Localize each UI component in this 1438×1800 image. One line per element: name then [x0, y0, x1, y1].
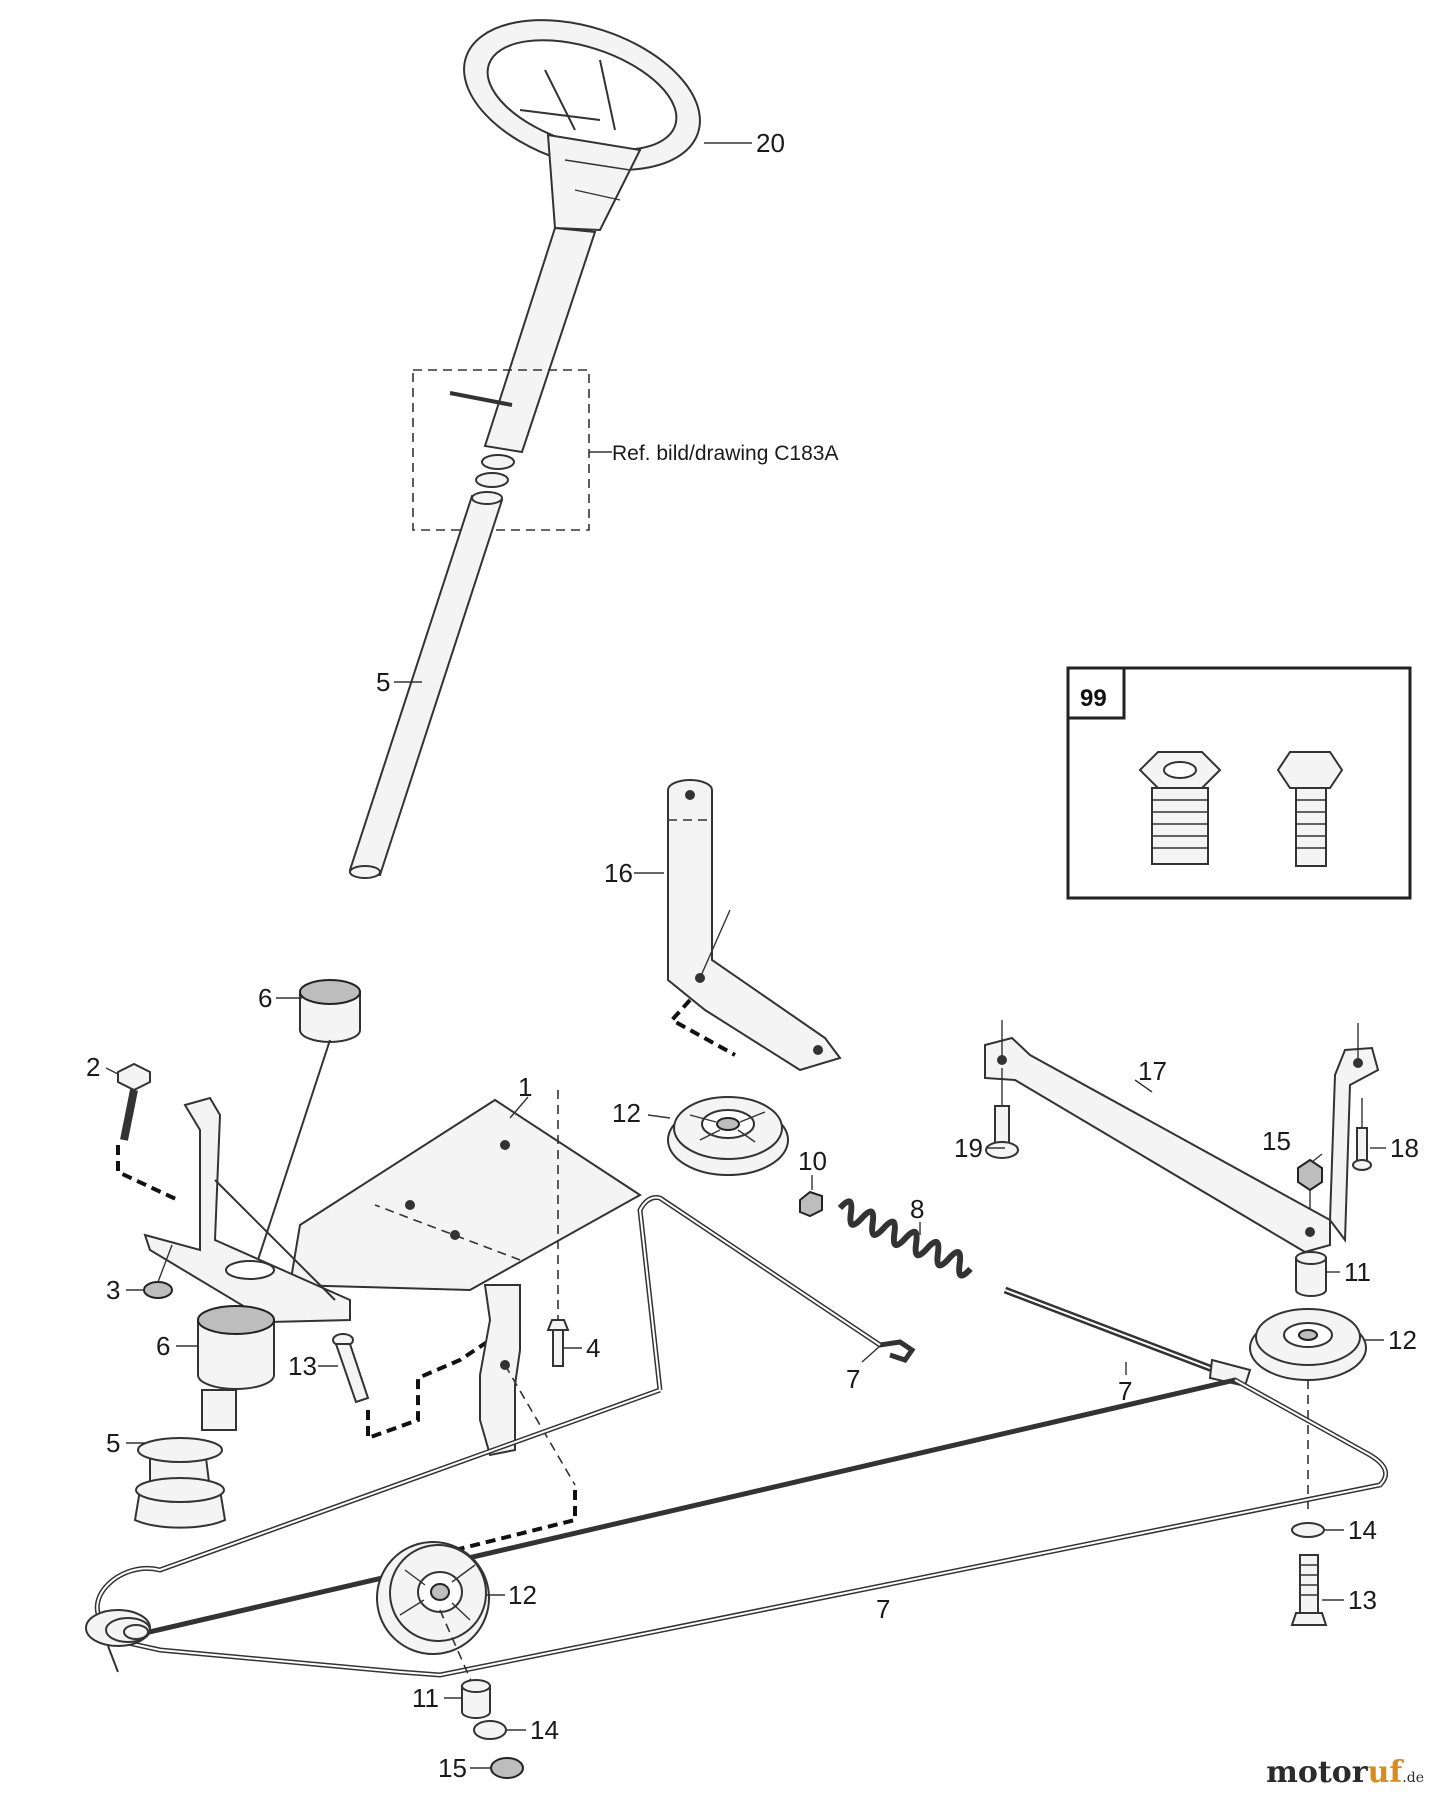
washer-14-lower [473, 1720, 507, 1740]
callout-4: 4 [586, 1333, 600, 1363]
pulley-right [1249, 1308, 1367, 1381]
callout-13-left: 13 [288, 1351, 317, 1381]
lower-steering-shaft [348, 491, 504, 879]
nut-15-lower [490, 1757, 524, 1779]
idler-bracket [479, 1284, 576, 1486]
callout-7-bottom: 7 [876, 1594, 890, 1624]
mounting-plate [288, 1098, 642, 1292]
bolt-13-left [332, 1333, 370, 1404]
steering-wheel [463, 19, 701, 232]
nut-3 [143, 1281, 173, 1299]
pulley-bracket [667, 779, 842, 1072]
spacer-lower [461, 1679, 491, 1719]
callout-6-low: 6 [156, 1331, 170, 1361]
bushing-lower [197, 1305, 275, 1390]
nut-15-right [1297, 1158, 1323, 1210]
nut-10 [799, 1190, 823, 1218]
callout-12-mid: 12 [612, 1098, 641, 1128]
bolt-4 [546, 1090, 570, 1367]
callout-17: 17 [1138, 1056, 1167, 1086]
drive-cable [85, 1195, 1389, 1678]
watermark-tld: .de [1402, 1770, 1424, 1786]
pin-and-washers [449, 391, 515, 488]
callout-13-right: 13 [1348, 1585, 1377, 1615]
callout-15-low: 15 [438, 1753, 467, 1783]
hardware-kit-box [1066, 666, 1412, 900]
tension-spring [837, 1198, 973, 1279]
callout-5-top: 5 [376, 667, 390, 697]
callout-11-right: 11 [1344, 1257, 1371, 1287]
callout-11-low: 11 [412, 1683, 439, 1713]
callout-8: 8 [910, 1194, 924, 1224]
idler-arm [984, 1020, 1380, 1254]
watermark-brand: motor [1266, 1755, 1368, 1790]
pulley-upper [667, 1096, 789, 1176]
callout-19: 19 [954, 1133, 983, 1163]
steering-gear [133, 1389, 237, 1529]
callout-15-right: 15 [1262, 1126, 1291, 1156]
callout-leaders [105, 142, 1386, 1769]
callout-7-cable: 7 [1118, 1376, 1132, 1406]
watermark-accent: uf [1367, 1755, 1403, 1790]
reference-box [412, 369, 590, 531]
callout-20: 20 [756, 128, 785, 158]
callout-18: 18 [1390, 1133, 1419, 1163]
callout-7-rod: 7 [846, 1364, 860, 1394]
bolt-13-right [1290, 1554, 1328, 1626]
bolt-18 [1352, 1098, 1372, 1171]
adjuster-rod [1003, 1286, 1252, 1388]
steering-bracket [143, 1096, 351, 1324]
callout-14-low: 14 [530, 1715, 559, 1745]
pulley-lower [376, 1541, 490, 1655]
spacer-right [1295, 1251, 1327, 1297]
bolt-2 [117, 1062, 151, 1141]
callout-12-right: 12 [1388, 1325, 1417, 1355]
upper-steering-shaft [483, 226, 597, 454]
callout-2: 2 [86, 1052, 100, 1082]
watermark-logo: motoruf.de [1266, 1755, 1424, 1790]
callout-12-low: 12 [508, 1580, 537, 1610]
callout-16: 16 [604, 858, 633, 888]
callout-1: 1 [518, 1072, 532, 1102]
kit-box-number: 99 [1080, 685, 1107, 712]
callout-6-top: 6 [258, 983, 272, 1013]
callout-10: 10 [798, 1146, 827, 1176]
bolt-19 [985, 1085, 1019, 1159]
washer-14-right [1291, 1522, 1325, 1538]
callout-5-low: 5 [106, 1428, 120, 1458]
callout-3: 3 [106, 1275, 120, 1305]
bushing-upper [299, 979, 361, 1043]
callout-14-right: 14 [1348, 1515, 1377, 1545]
reference-note: Ref. bild/drawing C183A [612, 442, 838, 465]
